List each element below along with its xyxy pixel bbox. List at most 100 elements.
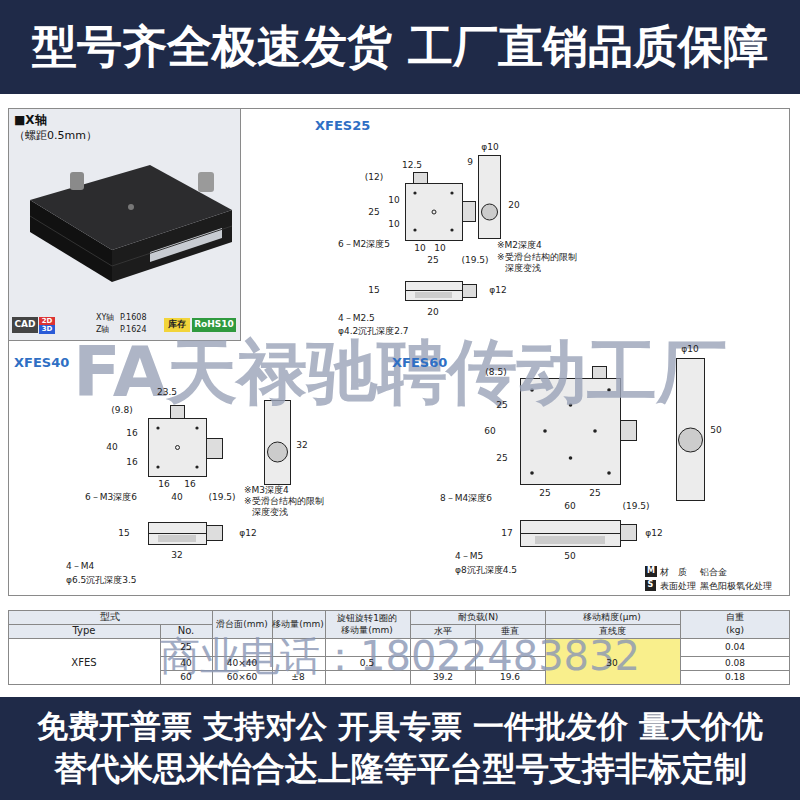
table-header: No.	[178, 626, 195, 636]
dimension-label: φ6.5沉孔深度3.5	[66, 576, 137, 585]
rohs-badge: RoHS10	[192, 318, 236, 332]
dimension-label: 10	[388, 196, 399, 205]
dimension-label: ※受滑台结构的限制	[497, 253, 577, 262]
dimension-label: 8－M4深度6	[440, 494, 492, 503]
dimension-label: 23.5	[157, 388, 177, 397]
page-reference: P.1624	[120, 326, 146, 334]
table-cell: 25	[180, 643, 191, 652]
table-cell: 0.5	[360, 659, 374, 668]
table-header: 直线度	[599, 627, 626, 636]
cad-3d-badge: 3D	[39, 325, 55, 334]
dimension-label: 15	[118, 529, 129, 538]
cad-badge: CAD	[12, 317, 38, 333]
table-header: 耐负载(N)	[458, 613, 499, 622]
dimension-label: 60	[564, 502, 575, 511]
dimension-label: 4－M5	[455, 552, 483, 561]
dimension-label: 20	[508, 201, 519, 210]
dimension-label: φ10	[681, 345, 698, 354]
legend-text: 表面处理	[660, 582, 696, 591]
material-mark: M	[645, 566, 657, 577]
table-cell: 0.08	[725, 659, 745, 668]
dimension-label: 10	[388, 220, 399, 229]
dimension-label: 9	[467, 158, 473, 167]
dimension-label: (19.5)	[622, 502, 649, 511]
dimension-label: 25	[539, 489, 550, 498]
table-header: 移动精度(μm)	[583, 613, 641, 622]
table-header: 自重	[726, 613, 744, 622]
table-header: 移动量(mm)	[341, 626, 393, 635]
dimension-label: ※受滑台结构的限制	[244, 497, 324, 506]
dimension-label: 12.5	[402, 161, 422, 170]
page-reference: Z轴	[96, 326, 109, 334]
node-text: M	[647, 567, 655, 575]
table-cell: 60×60	[227, 673, 257, 682]
dimension-label: 17	[501, 529, 512, 538]
model-label: XFES25	[315, 119, 370, 132]
node-text: S	[648, 581, 654, 589]
dimension-label: 深度变浅	[252, 508, 288, 517]
dimension-label: 4－M4	[66, 562, 94, 571]
dimension-label: 25	[427, 256, 438, 265]
legend-text: 黑色阳极氧化处理	[700, 582, 772, 591]
dimension-label: φ10	[481, 143, 498, 152]
footer-banner: 免费开普票 支持对公 开具专票 一件批发价 量大价优替代米思米怡合达上隆等平台型…	[0, 697, 800, 800]
table-cell: 39.2	[433, 673, 453, 682]
dimension-label: 32	[171, 551, 182, 560]
watermark: FA天禄驰聘传动工厂	[73, 337, 727, 407]
page-reference: XY轴	[96, 314, 114, 322]
dimension-label: 15	[368, 286, 379, 295]
node-text: 型号齐全极速发货 工厂直销品质保障	[32, 23, 768, 70]
node-text: RoHS10	[194, 320, 234, 329]
dimension-label: (19.5)	[208, 493, 235, 502]
dimension-label: (9.8)	[111, 406, 132, 415]
node-text: （螺距0.5mm）	[14, 130, 234, 142]
model-label: XFES60	[392, 356, 447, 369]
table-header: 旋钮旋转1圈的	[337, 614, 397, 623]
legend-text: 材 质	[660, 568, 687, 577]
dimension-label: (12)	[365, 173, 383, 182]
dimension-label: (8.5)	[485, 368, 506, 377]
dimension-label: 深度变浅	[505, 264, 541, 273]
dimension-label: 40	[106, 443, 117, 452]
dimension-label: ※M3深度4	[244, 486, 289, 495]
legend-text: 铝合金	[700, 568, 727, 577]
table-header: 垂直	[501, 627, 519, 636]
table-cell: ±8	[291, 673, 304, 682]
node-text: 3D	[42, 326, 53, 333]
watermark: 商业电话：18022483832	[160, 636, 640, 676]
table-cell: 30	[606, 659, 617, 668]
table-header: 滑台面(mm)	[216, 620, 268, 629]
dimension-label: 4－M2.5	[338, 314, 375, 323]
dimension-label: 50	[710, 426, 721, 435]
table-header: Type	[73, 626, 96, 636]
table-cell: 40	[180, 659, 191, 668]
table-header: (kg)	[726, 626, 744, 635]
page-reference: P.1608	[120, 314, 146, 322]
table-header: 水平	[434, 627, 452, 636]
dimension-label: 20	[427, 308, 438, 317]
product-photo-panel: ■X轴（螺距0.5mm）CAD2D3D库存RoHS10	[8, 108, 240, 340]
dimension-label: φ12	[489, 286, 506, 295]
surface-mark: S	[645, 580, 656, 591]
dimension-label: 25	[496, 401, 507, 410]
node-text: 免费开普票 支持对公 开具专票 一件批发价 量大价优	[37, 710, 762, 743]
dimension-label: φ12	[645, 529, 662, 538]
table-header: 移动量(mm)	[272, 620, 324, 629]
node-text: 替代米思米怡合达上隆等平台型号支持非标定制	[54, 752, 747, 787]
dimension-label: 60	[484, 427, 495, 436]
dimension-label: 6－M3深度6	[85, 493, 137, 502]
dimension-label: 10	[414, 244, 425, 253]
dimension-label: 32	[296, 441, 307, 450]
table-cell: 60	[180, 673, 191, 682]
table-cell: 0.04	[725, 643, 745, 652]
table-cell: 0.18	[725, 673, 745, 682]
dimension-label: φ8沉孔深度4.5	[455, 566, 517, 575]
dimension-label: φ12	[239, 529, 256, 538]
dimension-label: 16	[126, 429, 137, 438]
dimension-label: 25	[368, 208, 379, 217]
dimension-label: 50	[564, 552, 575, 561]
dimension-label: 6－M2深度5	[338, 240, 390, 249]
table-cell: 19.6	[500, 673, 520, 682]
dimension-label: 16	[184, 480, 195, 489]
dimension-label: (19.5)	[461, 256, 488, 265]
